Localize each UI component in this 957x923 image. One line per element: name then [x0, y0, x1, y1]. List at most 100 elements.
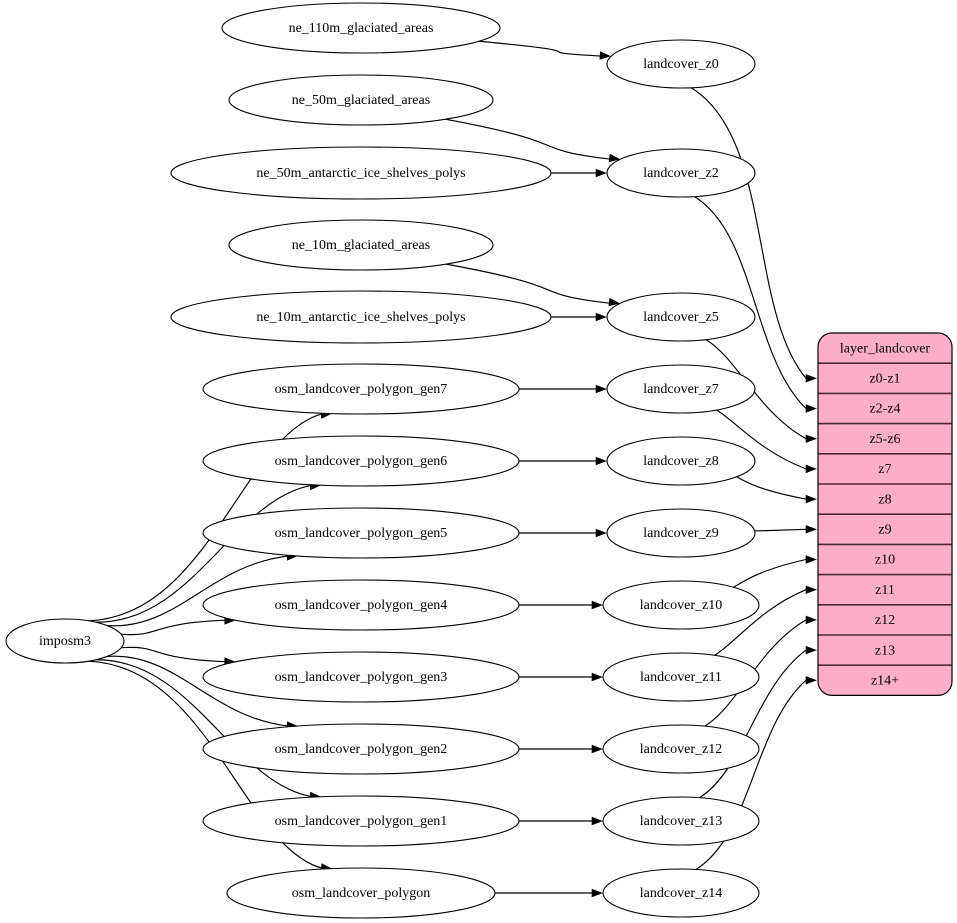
- node-landcover_z0[interactable]: landcover_z0: [606, 39, 756, 89]
- node-shape[interactable]: [202, 363, 520, 415]
- node-shape[interactable]: [170, 290, 552, 344]
- node-osm_landcover_polygon_gen3[interactable]: osm_landcover_polygon_gen3: [202, 651, 520, 703]
- table-row-label: z14+: [871, 674, 899, 689]
- node-landcover_z9[interactable]: landcover_z9: [606, 508, 756, 558]
- node-shape[interactable]: [602, 868, 760, 918]
- node-ne_50m_antarctic_ice_shelves_polys[interactable]: ne_50m_antarctic_ice_shelves_polys: [170, 146, 552, 200]
- node-landcover_z14[interactable]: landcover_z14: [602, 868, 760, 918]
- node-label: landcover_z5: [643, 310, 718, 325]
- node-label: landcover_z14: [640, 886, 722, 901]
- edge: [714, 585, 817, 656]
- table-row[interactable]: z13: [818, 634, 952, 666]
- nodes-layer: ne_110m_glaciated_areas ne_50m_glaciated_…: [5, 2, 760, 919]
- node-landcover_z10[interactable]: landcover_z10: [602, 580, 760, 630]
- node-ne_10m_antarctic_ice_shelves_polys[interactable]: ne_10m_antarctic_ice_shelves_polys: [170, 290, 552, 344]
- node-imposm3[interactable]: imposm3: [5, 618, 125, 664]
- edge: [121, 646, 236, 666]
- node-ne_110m_glaciated_areas[interactable]: ne_110m_glaciated_areas: [221, 2, 501, 54]
- edge: [733, 555, 817, 588]
- table-row[interactable]: z0-z1: [818, 362, 952, 394]
- node-osm_landcover_polygon_gen7[interactable]: osm_landcover_polygon_gen7: [202, 363, 520, 415]
- node-shape[interactable]: [606, 292, 756, 342]
- node-shape[interactable]: [228, 74, 494, 126]
- node-shape[interactable]: [5, 618, 125, 664]
- table-row-label: z5-z6: [869, 432, 900, 447]
- node-label: ne_10m_glaciated_areas: [292, 238, 430, 253]
- table-row[interactable]: z8: [818, 483, 952, 515]
- table-row-label: z10: [875, 553, 895, 568]
- edge: [519, 528, 607, 538]
- node-osm_landcover_polygon_gen1[interactable]: osm_landcover_polygon_gen1: [202, 795, 520, 847]
- node-shape[interactable]: [202, 507, 520, 559]
- node-label: ne_50m_antarctic_ice_shelves_polys: [256, 166, 465, 181]
- node-landcover_z11[interactable]: landcover_z11: [602, 652, 760, 702]
- node-shape[interactable]: [602, 580, 760, 630]
- node-shape[interactable]: [202, 651, 520, 703]
- node-shape[interactable]: [602, 796, 760, 846]
- node-osm_landcover_polygon_gen2[interactable]: osm_landcover_polygon_gen2: [202, 723, 520, 775]
- node-landcover_z7[interactable]: landcover_z7: [606, 364, 756, 414]
- table-row[interactable]: z10: [818, 543, 952, 575]
- node-shape[interactable]: [606, 436, 756, 486]
- node-label: osm_landcover_polygon_gen2: [275, 742, 448, 757]
- node-landcover_z2[interactable]: landcover_z2: [606, 148, 756, 198]
- edge: [699, 645, 817, 799]
- node-label: osm_landcover_polygon_gen3: [275, 670, 448, 685]
- node-osm_landcover_polygon[interactable]: osm_landcover_polygon: [226, 867, 496, 919]
- node-osm_landcover_polygon_gen5[interactable]: osm_landcover_polygon_gen5: [202, 507, 520, 559]
- node-landcover_z13[interactable]: landcover_z13: [602, 796, 760, 846]
- table-row[interactable]: z11: [818, 573, 952, 605]
- table-header-cell[interactable]: layer_landcover: [818, 333, 952, 364]
- node-landcover_z12[interactable]: landcover_z12: [602, 724, 760, 774]
- node-shape[interactable]: [228, 219, 494, 271]
- node-label: landcover_z0: [643, 57, 718, 72]
- node-label: landcover_z10: [640, 598, 722, 613]
- edge: [716, 409, 817, 474]
- edge: [519, 672, 603, 682]
- node-shape[interactable]: [202, 579, 520, 631]
- node-ne_50m_glaciated_areas[interactable]: ne_50m_glaciated_areas: [228, 74, 494, 126]
- node-label: landcover_z8: [643, 454, 718, 469]
- node-osm_landcover_polygon_gen6[interactable]: osm_landcover_polygon_gen6: [202, 435, 520, 487]
- table-header-label: layer_landcover: [840, 341, 931, 356]
- node-ne_10m_glaciated_areas[interactable]: ne_10m_glaciated_areas: [228, 219, 494, 271]
- edge: [690, 87, 817, 383]
- table-row[interactable]: z9: [818, 513, 952, 545]
- node-label: osm_landcover_polygon_gen6: [275, 454, 448, 469]
- node-shape[interactable]: [606, 148, 756, 198]
- edge: [694, 196, 817, 413]
- edge: [478, 40, 611, 60]
- node-label: osm_landcover_polygon: [292, 886, 430, 901]
- node-shape[interactable]: [606, 39, 756, 89]
- table-row[interactable]: z7: [818, 452, 952, 484]
- node-shape[interactable]: [226, 867, 496, 919]
- node-label: landcover_z13: [640, 814, 722, 829]
- node-landcover_z8[interactable]: landcover_z8: [606, 436, 756, 486]
- node-shape[interactable]: [606, 364, 756, 414]
- node-label: landcover_z12: [640, 742, 722, 757]
- edge: [519, 600, 603, 610]
- node-label: landcover_z7: [643, 382, 718, 397]
- node-shape[interactable]: [202, 435, 520, 487]
- table-row[interactable]: z14+: [818, 664, 952, 696]
- node-shape[interactable]: [606, 508, 756, 558]
- table-row[interactable]: z2-z4: [818, 392, 952, 424]
- edge: [121, 616, 236, 636]
- node-shape[interactable]: [602, 652, 760, 702]
- node-osm_landcover_polygon_gen4[interactable]: osm_landcover_polygon_gen4: [202, 579, 520, 631]
- node-shape[interactable]: [202, 795, 520, 847]
- edge: [754, 525, 817, 534]
- node-shape[interactable]: [170, 146, 552, 200]
- table-row[interactable]: z12: [818, 603, 952, 635]
- node-shape[interactable]: [602, 724, 760, 774]
- node-shape[interactable]: [202, 723, 520, 775]
- node-shape[interactable]: [221, 2, 501, 54]
- node-label: ne_50m_glaciated_areas: [292, 93, 430, 108]
- node-label: ne_110m_glaciated_areas: [289, 21, 434, 36]
- table-row[interactable]: z5-z6: [818, 422, 952, 454]
- node-landcover_z5[interactable]: landcover_z5: [606, 292, 756, 342]
